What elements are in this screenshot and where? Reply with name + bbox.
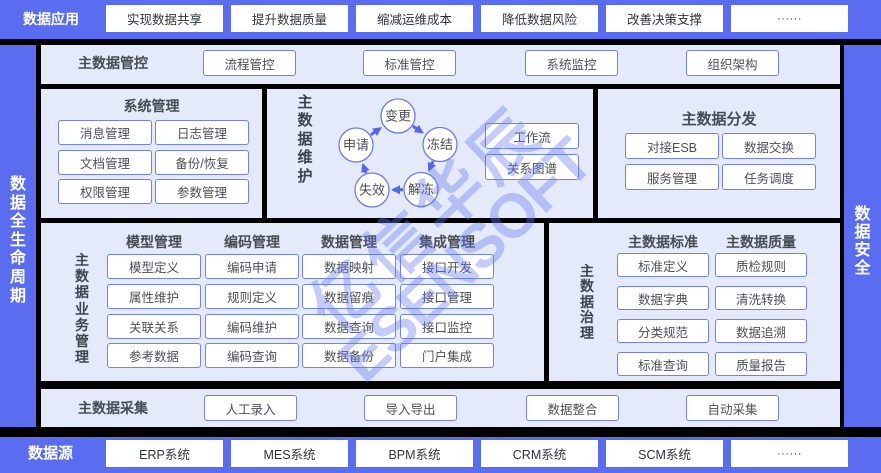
svg-text:申请: 申请 [343, 138, 369, 153]
svg-text:解冻: 解冻 [408, 182, 434, 197]
svg-text:失效: 失效 [359, 183, 385, 198]
svg-text:冻结: 冻结 [427, 137, 453, 152]
svg-text:变更: 变更 [385, 109, 411, 124]
